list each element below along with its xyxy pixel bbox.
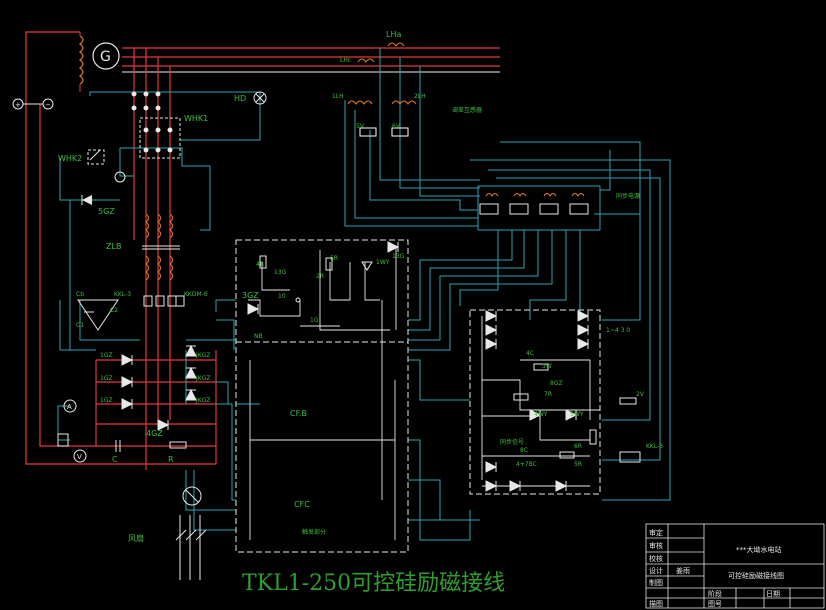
voltmeter-small-icon [114,171,126,183]
right-board-components [485,310,590,492]
cfc-note: 触发部分 [302,528,326,536]
tb-stage-label: 阶段 [708,589,722,598]
tb-drawing-no-label: 图号 [708,600,722,608]
jkgz-label-b: JKGZ [195,375,210,382]
gz4-label: 4GZ [146,429,163,438]
drawing-title: TKL1-250可控硅励磁接线 [242,571,505,596]
dw5-label: 5WY [570,411,584,418]
trigger-internal-wiring [248,246,600,540]
gz1-label-a: 1GZ [100,352,113,359]
dc-minus-label: − [45,101,51,109]
kkl3-label: KKL-3 [114,291,131,298]
dc-plus-label: + [15,101,21,109]
c4b-label: 4+7BC [516,461,537,468]
jkgz-label-a: JKGZ [195,352,210,359]
c2-label: C2 [110,307,118,314]
c10-label: 10 [278,293,286,300]
tb-row-0-left: 审定 [649,528,663,537]
r5-label: 5R [330,255,338,262]
r-label: R [168,455,174,464]
rc-network [77,299,119,331]
fan-label: 风扇 [128,533,144,543]
cfc-label: CFC [294,500,310,509]
hd-label: HD [234,94,246,103]
w3-label: 3W [542,363,552,370]
main-rectifier-diodes [121,344,197,431]
sv5-label: 5V [356,123,365,130]
generator-symbol: G [78,32,120,92]
gz1-label-b: 1GZ [100,375,113,382]
sync-transformers [479,193,589,215]
side-note: 1~4 3 0 [606,327,630,334]
sv6-label: 6V [392,123,401,130]
lha-label: LHa [386,30,401,39]
sgz3-label: 3GZ [242,291,259,300]
g13b-label: 13G [392,253,405,260]
sgz5-diode: 5GZ [81,195,115,216]
title-block-text: 审定 审核 校核 设计 姜雨 制图 描图 ***大坳水电站 可控硅励磁接线图 阶… [649,528,784,608]
dw4-label: 4WY [534,411,548,418]
c4-label: 4C [526,350,534,357]
sync-note: 同步电源 [616,192,640,200]
whk-switches [87,91,181,165]
current-transformers [347,42,417,137]
right-board-passives [513,359,641,463]
tb-drawing-name: 可控硅励磁接线图 [728,571,784,580]
trigger-components [247,241,400,315]
cb-label: Cb [76,291,84,298]
lh1-label: 1LH [332,93,344,100]
zlb-label: ZLB [106,242,121,251]
c1-label: C1 [76,322,84,329]
g13-label: 13G [274,269,287,276]
cfb-label: CF.B [290,409,307,418]
title-block [645,523,825,609]
meters: A V [57,399,87,463]
kkl3b-label: KKL-3 [646,443,663,450]
snubber-cr [115,440,187,452]
sb-note: 同步信号 [500,438,524,446]
bgz-label: 8GZ [550,380,563,387]
sgz5-label: 5GZ [98,207,115,216]
rd-label: 7R [544,391,552,398]
tb-row-5-left: 描图 [649,599,663,608]
busbars [25,31,500,470]
q1-label: 1G [310,317,319,324]
zlb-transformer [142,213,180,281]
tb-station: ***大坳水电站 [736,545,782,554]
ammeter-label: A [67,403,72,411]
c-label: C [112,455,118,464]
fan-motor [175,486,207,580]
gz1-label-c: 1GZ [100,397,113,404]
tb-row-1-left: 审核 [649,541,663,550]
lh-note: 调差互感器 [452,106,482,114]
lh2-label: 2LH [414,93,426,100]
dw1-label: 1WY [376,259,390,266]
tb-row-2-left: 校核 [649,554,663,563]
protection-blocks [143,295,185,307]
c8-label: 8C [520,447,528,454]
tb-row-3-mid: 姜雨 [676,566,690,575]
zr-label: 2R [316,273,324,280]
generator-label: G [100,49,111,65]
r2v-label: 2V [636,391,645,398]
tb-row-4-left: 制图 [649,578,663,587]
kkdm6-label: KKDM-6 [184,291,208,298]
r6-label: 6R [574,443,582,450]
lhc-label: LHc [340,57,351,64]
nb-label: NB [254,333,263,340]
hd-lamp: HD [234,91,267,105]
r5b-label: 5R [574,461,582,468]
dc-terminals: + − [12,98,54,110]
voltmeter-label: V [77,453,82,461]
whk2-label: WHK2 [58,154,82,163]
tb-date-label: 日期 [766,590,780,598]
trigger-board-outline [235,239,601,553]
whk1-label: WHK1 [184,114,208,123]
tb-row-3-left: 设计 [649,566,663,575]
jkgz-label-c: JKGZ [195,397,210,404]
